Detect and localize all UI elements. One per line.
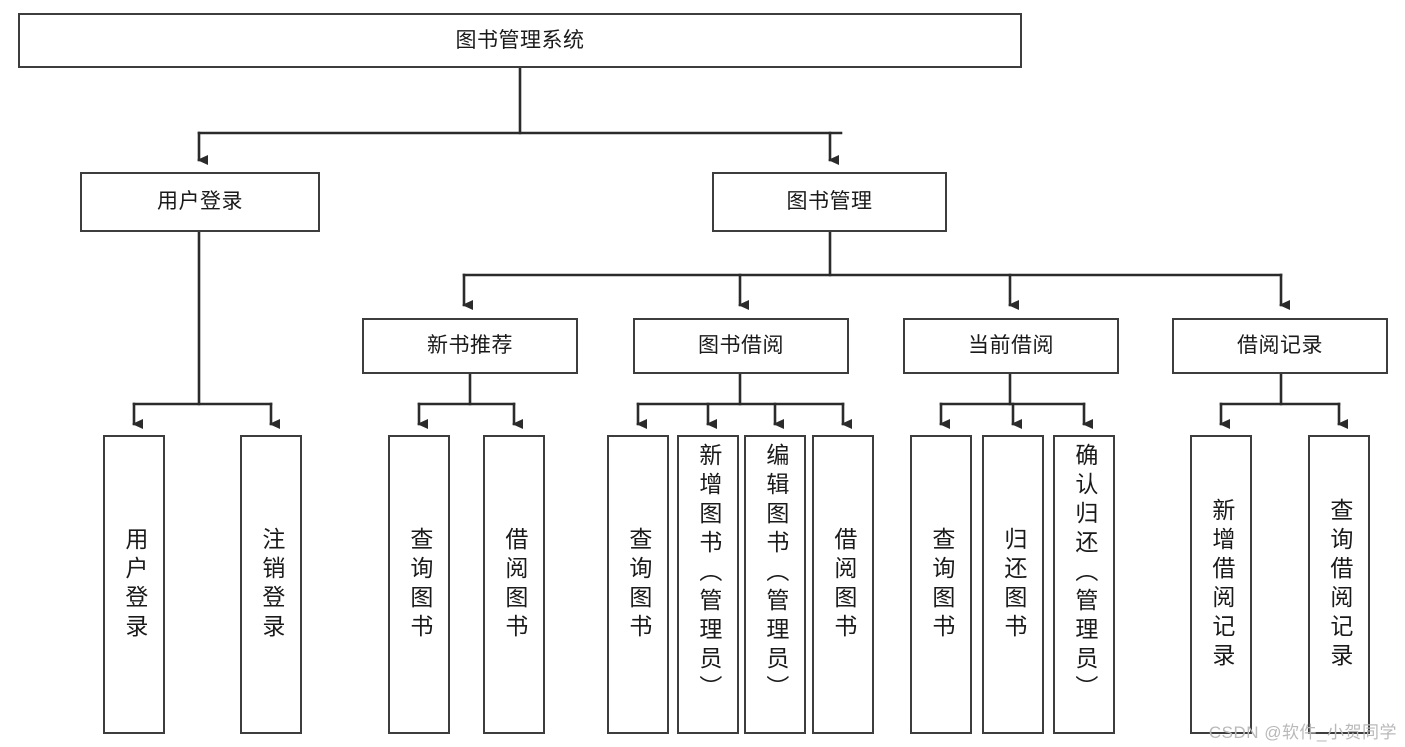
leaf-confirm-return-admin[interactable]: 确认归还（管理员） bbox=[1053, 435, 1115, 734]
node-root[interactable]: 图书管理系统 bbox=[18, 13, 1022, 68]
node-borrow-records[interactable]: 借阅记录 bbox=[1172, 318, 1388, 374]
leaf-return-book-label: 归还图书 bbox=[1000, 526, 1027, 643]
leaf-query-book-current[interactable]: 查询图书 bbox=[910, 435, 972, 734]
edge-group-current bbox=[939, 372, 1093, 429]
edge-group-book-mgmt bbox=[462, 230, 1290, 310]
node-book-borrow-label: 图书借阅 bbox=[698, 334, 784, 358]
leaf-add-book-admin-label: 新增图书（管理员） bbox=[695, 443, 722, 704]
node-new-book-recommend-label: 新书推荐 bbox=[427, 334, 513, 358]
node-book-management[interactable]: 图书管理 bbox=[712, 172, 947, 232]
node-borrow-records-label: 借阅记录 bbox=[1237, 334, 1323, 358]
leaf-logout[interactable]: 注销登录 bbox=[240, 435, 302, 734]
leaf-confirm-return-admin-label: 确认归还（管理员） bbox=[1071, 443, 1098, 704]
leaf-query-borrow-record-label: 查询借阅记录 bbox=[1326, 497, 1353, 672]
leaf-query-book-new-rec[interactable]: 查询图书 bbox=[388, 435, 450, 734]
leaf-query-book-current-label: 查询图书 bbox=[928, 526, 955, 643]
leaf-borrow-book-label: 借阅图书 bbox=[830, 526, 857, 643]
leaf-query-book-borrow-label: 查询图书 bbox=[625, 526, 652, 643]
edge-group-records bbox=[1219, 372, 1348, 429]
leaf-edit-book-admin-label: 编辑图书（管理员） bbox=[762, 443, 789, 704]
node-book-borrow[interactable]: 图书借阅 bbox=[633, 318, 849, 374]
node-new-book-recommend[interactable]: 新书推荐 bbox=[362, 318, 578, 374]
leaf-add-borrow-record[interactable]: 新增借阅记录 bbox=[1190, 435, 1252, 734]
leaf-logout-label: 注销登录 bbox=[258, 526, 285, 643]
leaf-add-borrow-record-label: 新增借阅记录 bbox=[1208, 497, 1235, 672]
leaf-borrow-book[interactable]: 借阅图书 bbox=[812, 435, 874, 734]
leaf-user-login-label: 用户登录 bbox=[121, 526, 148, 643]
edge-group-new-rec bbox=[417, 372, 523, 429]
leaf-return-book[interactable]: 归还图书 bbox=[982, 435, 1044, 734]
edge-group-borrow bbox=[636, 372, 852, 429]
edge-group-root bbox=[197, 66, 843, 165]
leaf-borrow-book-new-rec[interactable]: 借阅图书 bbox=[483, 435, 545, 734]
edge-group-user-login bbox=[132, 230, 280, 429]
node-current-borrow[interactable]: 当前借阅 bbox=[903, 318, 1119, 374]
leaf-query-book-new-rec-label: 查询图书 bbox=[406, 526, 433, 643]
node-current-borrow-label: 当前借阅 bbox=[968, 334, 1054, 358]
leaf-query-borrow-record[interactable]: 查询借阅记录 bbox=[1308, 435, 1370, 734]
node-root-label: 图书管理系统 bbox=[455, 28, 585, 52]
node-user-login-label: 用户登录 bbox=[157, 190, 243, 214]
node-user-login[interactable]: 用户登录 bbox=[80, 172, 320, 232]
leaf-add-book-admin[interactable]: 新增图书（管理员） bbox=[677, 435, 739, 734]
watermark-text: CSDN @软件_小贺同学 bbox=[1208, 723, 1397, 742]
node-book-management-label: 图书管理 bbox=[786, 190, 873, 214]
leaf-user-login[interactable]: 用户登录 bbox=[103, 435, 165, 734]
leaf-edit-book-admin[interactable]: 编辑图书（管理员） bbox=[744, 435, 806, 734]
leaf-borrow-book-new-rec-label: 借阅图书 bbox=[501, 526, 528, 643]
leaf-query-book-borrow[interactable]: 查询图书 bbox=[607, 435, 669, 734]
